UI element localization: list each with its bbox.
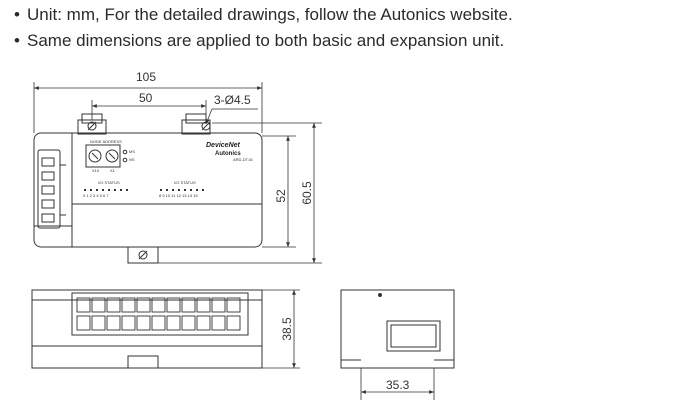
side-view (340, 289, 455, 369)
switch-x10-label: X10 (92, 168, 100, 173)
dim-side-width (360, 368, 435, 400)
io-channels-a: 0 1 2 3 4 5 6 7 (83, 193, 109, 198)
connector-block (37, 149, 61, 229)
terminal-block (71, 292, 249, 336)
dim-body-height (262, 135, 296, 248)
rotary-switch-x10-icon (88, 149, 102, 163)
bottom-mount (127, 246, 159, 264)
dim-total-width-label: 105 (136, 70, 156, 84)
notes-list: • Unit: mm, For the detailed drawings, fo… (14, 2, 513, 54)
led-ns-icon (122, 157, 128, 163)
dim-body-height-label: 52 (274, 189, 288, 203)
dim-total-height (158, 122, 322, 264)
io-group-b-label: I/O STATUS (174, 180, 196, 185)
dim-total-width (33, 82, 263, 133)
switch-x1-label: X1 (110, 168, 116, 173)
dim-hole-pitch-label: 50 (139, 91, 153, 105)
dim-holes-label: 3-Ø4.5 (214, 93, 251, 107)
led-ms-icon (122, 149, 128, 155)
note-dimensions: • Same dimensions are applied to both bas… (14, 28, 513, 54)
front-view (33, 113, 263, 264)
led-ns-label: NS (129, 157, 135, 162)
bullet-icon: • (14, 5, 20, 24)
devicenet-logo: DeviceNet (206, 142, 241, 149)
terminal-screws (76, 297, 241, 331)
brand-label: Autonics (215, 151, 241, 157)
switch-label: NODE ADDRESS (90, 139, 122, 144)
note-unit-text: Unit: mm, For the detailed drawings, fol… (27, 5, 513, 24)
io-leds-group-b (160, 189, 204, 191)
note-unit: • Unit: mm, For the detailed drawings, fo… (14, 2, 513, 28)
led-ms-label: MS (129, 149, 135, 154)
bottom-view (31, 289, 263, 369)
bullet-icon: • (14, 31, 20, 50)
dim-total-height-label: 60.5 (300, 181, 314, 205)
dim-hole-pitch (91, 100, 207, 120)
address-switch-panel (85, 144, 121, 168)
rotary-switch-x1-icon (105, 149, 119, 163)
note-dimensions-text: Same dimensions are applied to both basi… (27, 31, 505, 50)
io-leds-group-a (84, 189, 128, 191)
dim-terminal-height-label: 38.5 (280, 317, 294, 341)
model-label: ARD-DT16 (233, 157, 253, 162)
io-group-a-label: I/O STATUS (98, 180, 120, 185)
io-channels-b: 8 9 10 11 12 13 14 15 (159, 193, 198, 198)
side-view-window (386, 320, 441, 352)
dim-terminal-height (262, 289, 300, 369)
dim-side-width-label: 35.3 (386, 378, 410, 392)
side-view-body (340, 289, 455, 369)
dim-holes-leader (205, 108, 258, 125)
